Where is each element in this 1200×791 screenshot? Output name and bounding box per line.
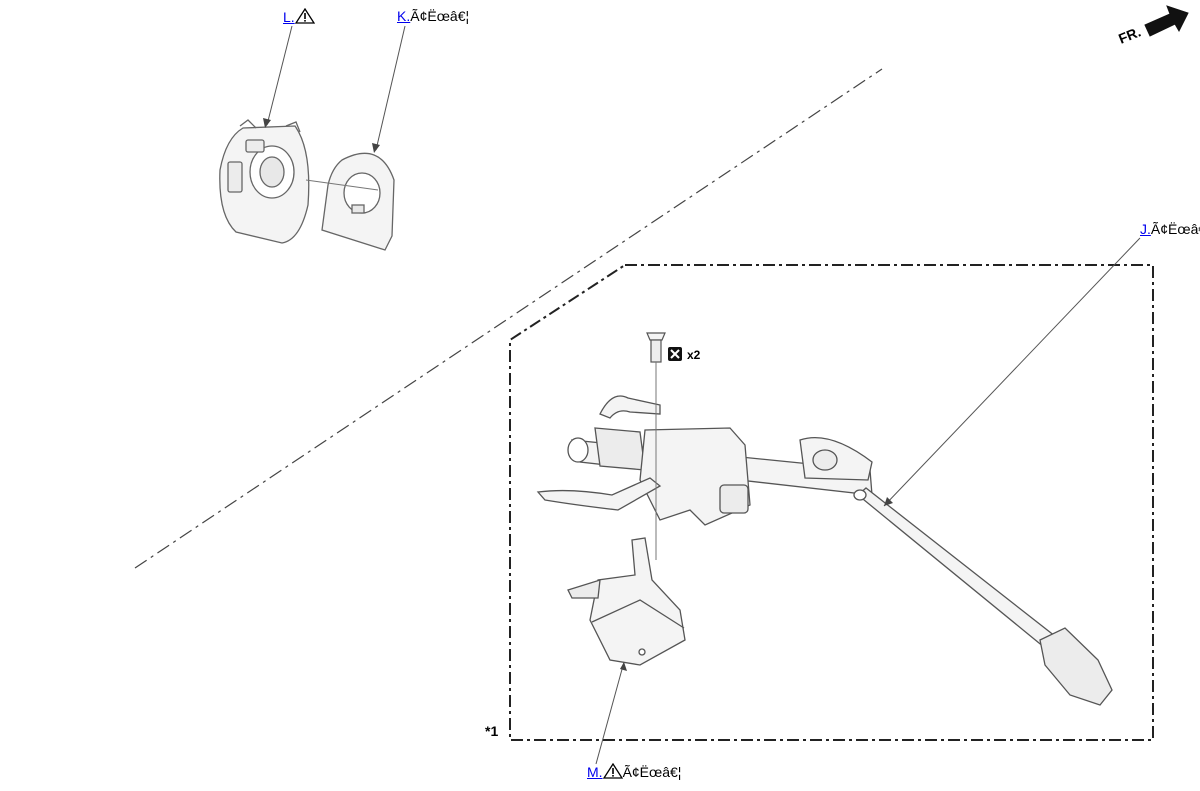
steering-sensor-part <box>321 152 395 251</box>
leader-line-j <box>883 237 1141 507</box>
leader-arrowhead-m <box>620 662 627 671</box>
power-steering-ecu-part <box>567 537 686 666</box>
callout-m: M. Ã¢Ëœâ€¦ <box>587 763 681 780</box>
bolt-reuse-icon <box>668 347 682 361</box>
link-k[interactable]: K. <box>397 8 411 24</box>
link-m[interactable]: M. <box>587 764 603 780</box>
leader-line-k <box>375 25 406 151</box>
callout-m-note: Ã¢Ëœâ€¦ <box>622 764 682 780</box>
callout-k: K.Ã¢Ëœâ€¦ <box>397 8 469 24</box>
link-j[interactable]: J. <box>1140 221 1151 237</box>
callout-j: J.Ã¢Ëœâ€¦ <box>1140 221 1200 237</box>
front-label: FR. <box>1116 23 1143 46</box>
link-l[interactable]: L. <box>283 9 295 25</box>
callout-l: L. <box>283 8 315 25</box>
callout-k-note: Ã¢Ëœâ€¦ <box>410 8 470 24</box>
spiral-cable-part <box>219 119 310 244</box>
leader-arrowhead-j <box>884 497 893 506</box>
warning-icon <box>602 763 623 779</box>
leader-arrowhead-l <box>263 118 271 128</box>
leader-arrowhead-k <box>372 143 380 153</box>
area-marker-label: *1 <box>485 723 498 739</box>
warning-icon <box>294 8 315 24</box>
front-arrow-icon <box>1144 5 1189 37</box>
steering-column-part <box>536 395 1113 706</box>
bolt-quantity-label: x2 <box>687 348 701 362</box>
bolt-part <box>646 332 666 363</box>
detail-area-boundary <box>509 264 1154 741</box>
section-divider-line <box>134 68 883 569</box>
callout-j-note: Ã¢Ëœâ€¦ <box>1150 221 1200 237</box>
sensor-alignment-line <box>305 179 379 191</box>
leader-line-m <box>595 661 625 765</box>
leader-line-l <box>266 25 293 126</box>
